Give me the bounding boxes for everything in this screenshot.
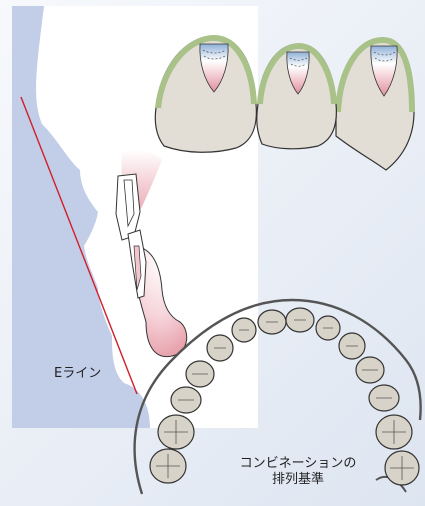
tooth-lateral-incisor bbox=[257, 44, 337, 149]
e-line-label: Eライン bbox=[54, 366, 101, 382]
front-teeth-frontal bbox=[155, 36, 414, 170]
tooth-canine bbox=[336, 38, 414, 170]
arch-caption-line2: 排列基準 bbox=[218, 472, 378, 488]
arch-caption-line1: コンビネーションの bbox=[218, 456, 378, 472]
